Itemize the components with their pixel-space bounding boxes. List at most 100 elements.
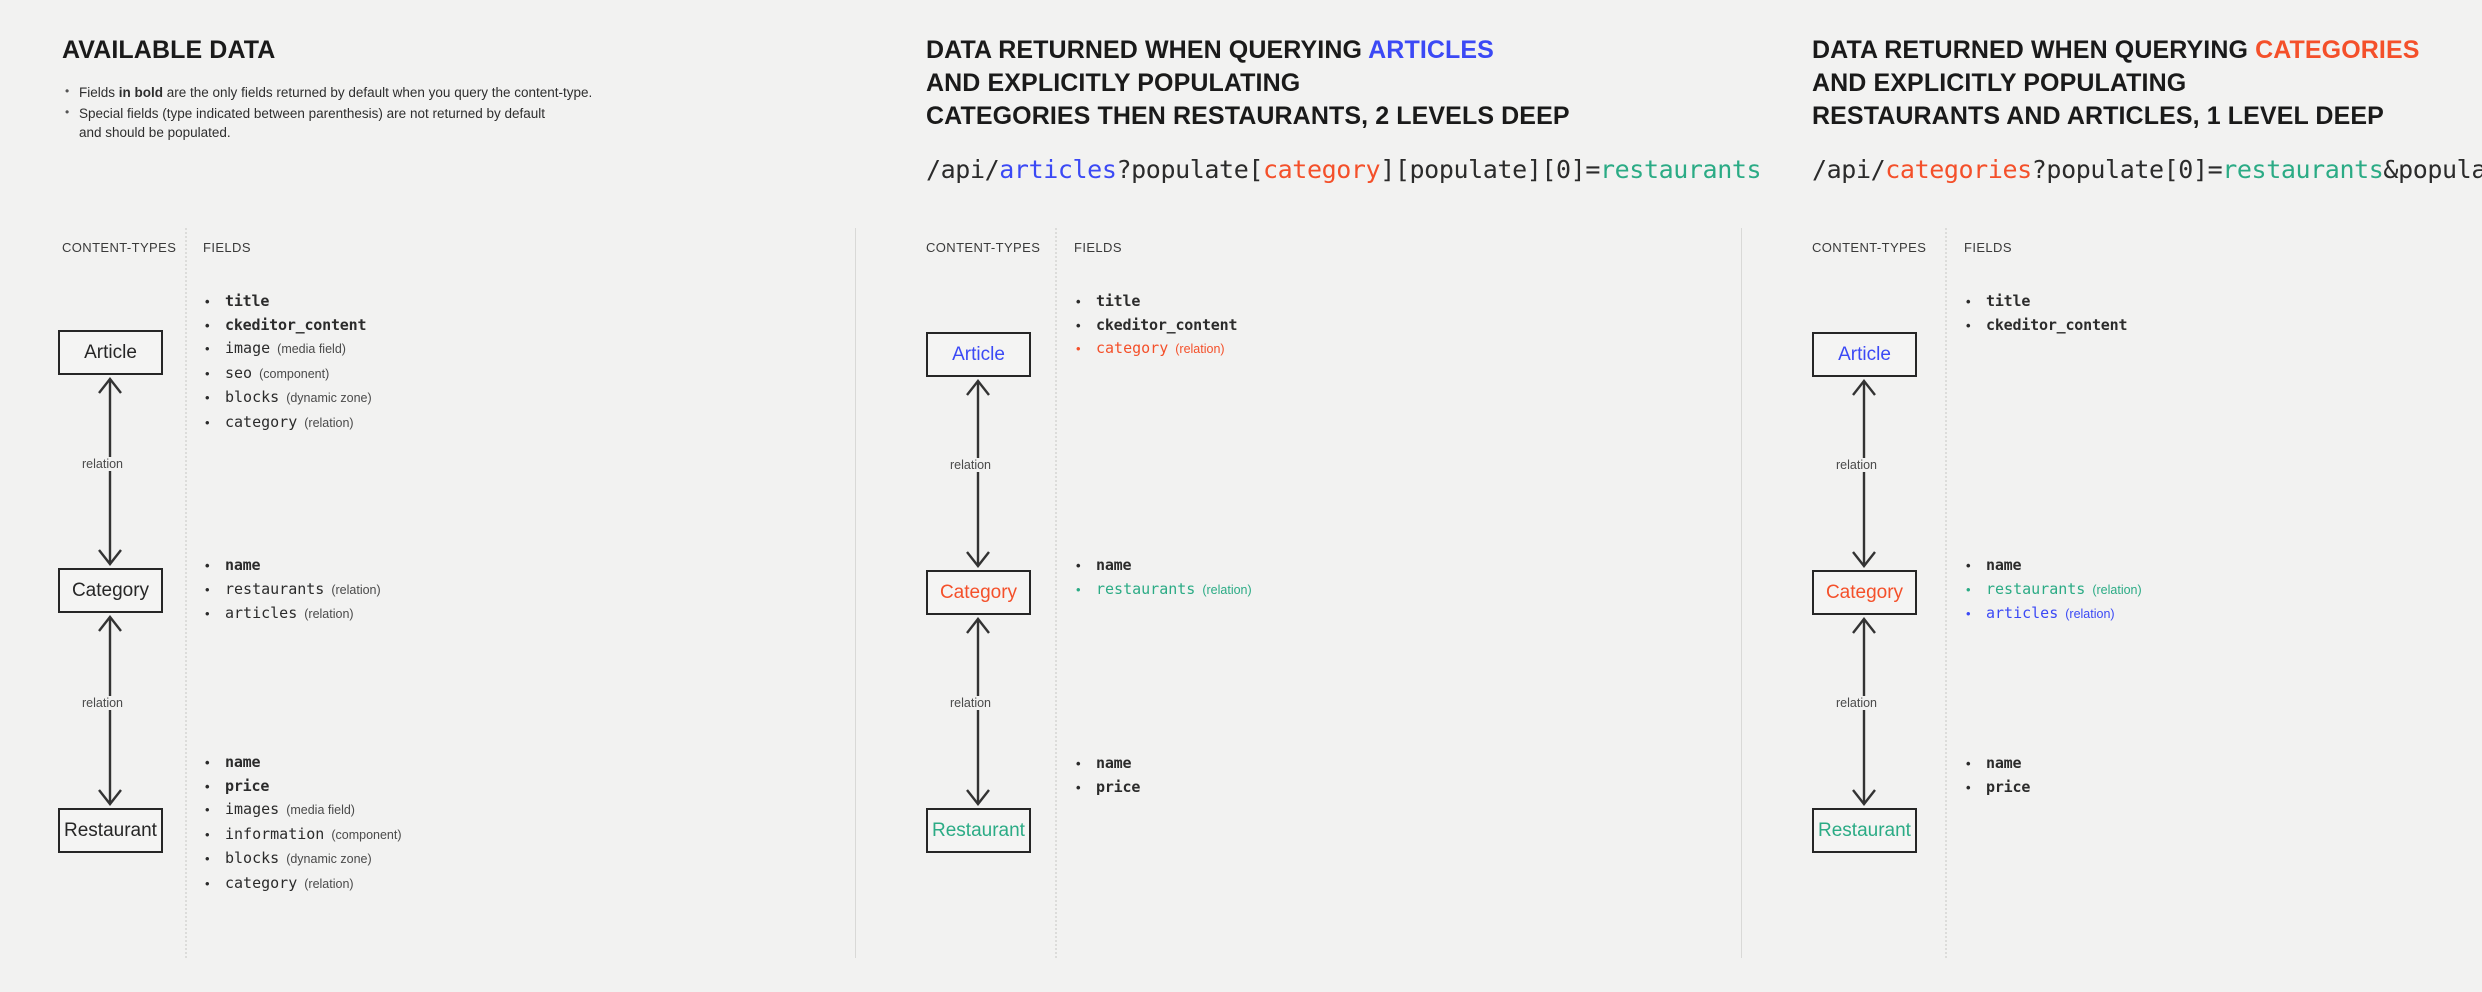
endpoint-segment-categories: categories [1885,155,2032,184]
title-prefix: DATA RETURNED WHEN QUERYING [926,36,1369,64]
field-group-restaurant: name price [1964,754,2030,801]
field-item: title [1964,292,2127,311]
relation-label: relation [78,696,127,710]
field-name: name [225,556,261,574]
field-list: title ckeditor_content category(relation… [1074,292,1237,359]
field-type: (relation) [304,607,354,621]
content-type-box-article[interactable]: Article [58,330,163,375]
field-list: name restaurants(relation) articles(rela… [1964,556,2142,624]
api-endpoint: /api/categories?populate[0]=restaurants&… [1812,155,2482,185]
column-caption-fields: FIELDS [203,240,251,255]
relation-arrow-category-restaurant [90,613,130,808]
field-item: information (component) [203,825,402,845]
column-divider [185,228,187,958]
field-type: (relation) [2092,582,2142,597]
column-caption-content-types: CONTENT-TYPES [62,240,177,255]
field-item: seo(component) [203,364,372,384]
field-name: ckeditor_content [1096,315,1238,334]
legend-note: Fields in bold are the only fields retur… [62,82,862,102]
relation-arrow-article-category [90,375,130,568]
field-list: name price [1074,754,1140,797]
field-name: restaurants [225,579,325,598]
field-type: (relation) [304,876,354,891]
note-cont: and should be populated. [79,125,231,140]
content-type-box-restaurant[interactable]: Restaurant [926,808,1031,853]
field-group-article: title ckeditor_content image(media field… [203,292,372,437]
field-item: name [1074,556,1252,575]
endpoint-segment: ][populate][0]= [1380,155,1600,184]
title-line: CATEGORIES THEN RESTAURANTS, 2 LEVELS DE… [926,102,1570,130]
content-type-box-category[interactable]: Category [926,570,1031,615]
field-name: category [225,873,298,892]
field-name: articles [225,604,298,622]
field-group-category: name restaurants (relation) articles (rela… [203,556,381,629]
content-type-box-article[interactable]: Article [926,332,1031,377]
endpoint-segment-restaurants: restaurants [2222,155,2384,184]
field-type: (media field) [286,803,355,817]
field-type: (relation) [1175,342,1225,356]
relation-label: relation [1832,696,1881,710]
endpoint-segment-category: category [1263,155,1381,184]
field-type: (relation) [2065,607,2115,621]
field-name: blocks [225,388,280,406]
field-item: name [1964,754,2030,773]
note-pre: Fields [79,85,119,100]
legend-note: Special fields (type indicated between p… [62,103,862,142]
field-item: ckeditor_content [1074,316,1237,335]
title-line: RESTAURANTS AND ARTICLES, 1 LEVEL DEEP [1812,102,2384,130]
field-group-category: name restaurants(relation) articles(rela… [1964,556,2142,629]
field-group-restaurant: name price images(media field) informati… [203,753,402,898]
field-name: information [225,824,325,843]
field-item: price [1074,778,1140,797]
content-type-box-restaurant[interactable]: Restaurant [58,808,163,853]
panel-query-categories: DATA RETURNED WHEN QUERYING CATEGORIES A… [1742,0,2482,992]
field-item: category(relation) [203,413,372,433]
relation-label: relation [78,457,127,471]
field-name: title [1096,292,1141,310]
field-list: name restaurants(relation) [1074,556,1252,600]
field-name: image [225,339,271,357]
field-type: (relation) [331,582,381,597]
field-item: image(media field) [203,339,372,359]
field-name: price [225,776,270,795]
page-title: DATA RETURNED WHEN QUERYING ARTICLES AND… [926,34,1726,133]
relation-arrow-article-category [958,377,998,570]
field-name: ckeditor_content [1986,315,2128,334]
content-type-box-category[interactable]: Category [1812,570,1917,615]
field-item: blocks(dynamic zone) [203,849,402,869]
column-divider [1945,228,1947,958]
field-list: title ckeditor_content image(media field… [203,292,372,433]
field-name: title [225,292,270,310]
field-list: name restaurants (relation) articles (rela… [203,556,381,624]
field-name: name [1096,754,1132,772]
field-type: (component) [331,827,402,842]
field-name: title [1986,292,2031,310]
content-type-box-restaurant[interactable]: Restaurant [1812,808,1917,853]
field-name: name [1986,754,2022,772]
title-highlight: CATEGORIES [2255,36,2420,64]
field-item: title [1074,292,1237,311]
field-name: category [225,412,298,431]
field-group-article: title ckeditor_content [1964,292,2127,339]
content-type-box-article[interactable]: Article [1812,332,1917,377]
field-item: restaurants (relation) [203,580,381,600]
panel-separator-1 [855,228,856,958]
field-name: name [225,753,261,771]
relation-label: relation [1832,458,1881,472]
field-item: articles(relation) [1964,604,2142,624]
field-name: blocks [225,849,280,867]
page-title: AVAILABLE DATA [62,34,862,67]
note-bold: in bold [118,85,164,100]
legend-notes: Fields in bold are the only fields retur… [62,82,862,142]
field-item: ckeditor_content [203,316,372,335]
content-type-box-category[interactable]: Category [58,568,163,613]
field-item: ckeditor_content [1964,316,2127,335]
title-prefix: DATA RETURNED WHEN QUERYING [1812,36,2256,64]
field-item: restaurants(relation) [1964,580,2142,600]
field-item: category(relation) [1074,339,1237,359]
field-item: restaurants(relation) [1074,580,1252,600]
endpoint-segment-restaurants: restaurants [1600,155,1762,184]
panel-header: DATA RETURNED WHEN QUERYING CATEGORIES A… [1812,34,2482,185]
field-item: name [1074,754,1140,773]
